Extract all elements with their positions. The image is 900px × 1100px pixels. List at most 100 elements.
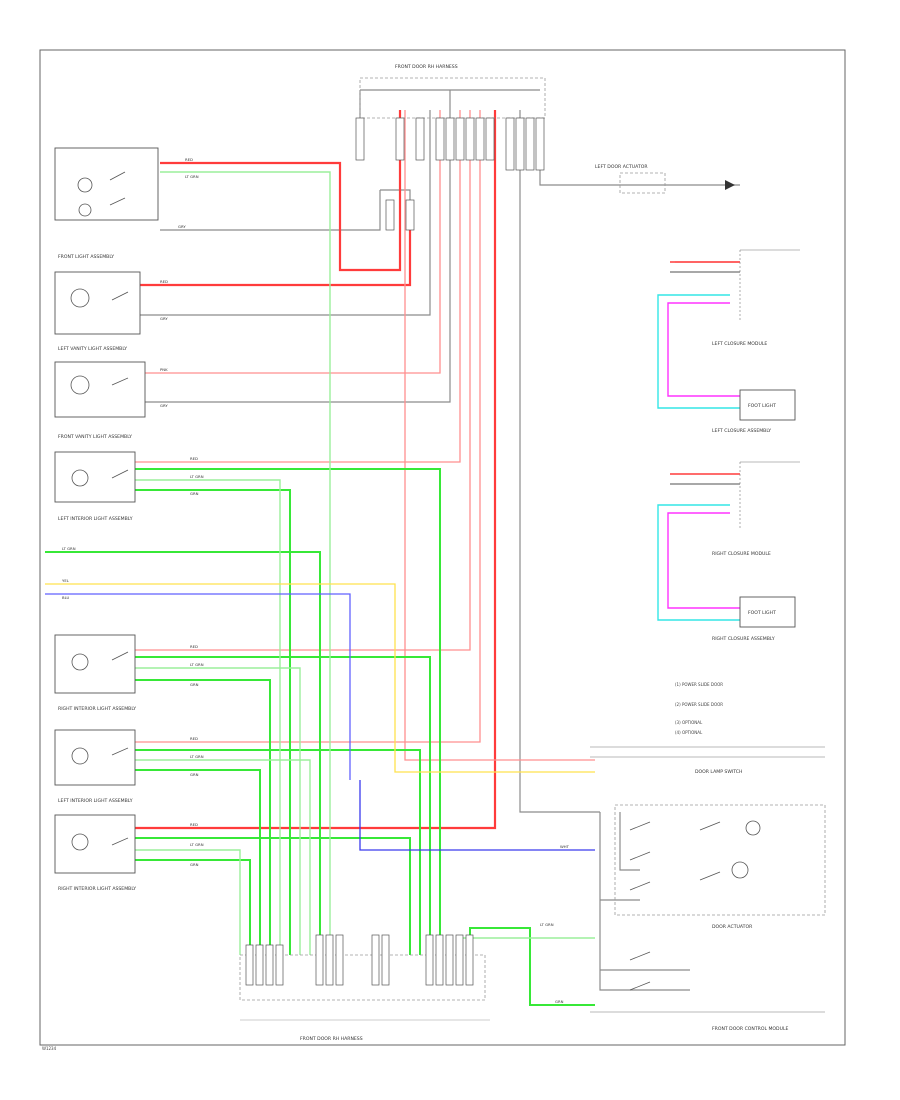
wire-tag-grn: GRN: [190, 862, 199, 867]
courtesy-modules: LEFT CLOSURE MODULE FOOT LIGHT LEFT CLOS…: [712, 249, 800, 642]
switch-icon: [109, 197, 126, 206]
bulb-icon: [71, 653, 89, 671]
foot-light-label-2: FOOT LIGHT: [748, 610, 776, 616]
courtesy-module-label-2: RIGHT CLOSURE MODULE: [712, 551, 771, 557]
switch-icon: [629, 951, 651, 961]
wire-tag-wht: WHT: [560, 844, 570, 849]
lamp-label-6: LEFT INTERIOR LIGHT ASSEMBLY: [58, 798, 133, 804]
lamp-label-4: LEFT INTERIOR LIGHT ASSEMBLY: [58, 516, 133, 522]
top-right-actuator: LEFT DOOR ACTUATOR: [595, 164, 735, 194]
wire-tag-grn: GRN: [190, 491, 199, 496]
switch-icon: [111, 291, 129, 301]
wire-tag-blu: BLU: [62, 595, 70, 600]
wire-tag-ltgrn: LT GRN: [190, 474, 204, 479]
switch-icon: [111, 651, 129, 661]
legend-note-1: (1) POWER SLIDE DOOR: [675, 682, 723, 687]
foot-light-box-2: [739, 596, 796, 628]
courtesy-module-label-1: LEFT CLOSURE MODULE: [712, 341, 767, 347]
bulb-icon: [731, 861, 749, 879]
courtesy-loops: [657, 261, 740, 621]
door-actuator-label: DOOR ACTUATOR: [712, 924, 753, 930]
wire-tag-yel: YEL: [62, 578, 70, 583]
switch-icon: [629, 881, 651, 891]
foot-light-box-1: [739, 389, 796, 421]
door-switch-block: DOOR LAMP SWITCH DOOR ACTUATOR FRONT DOO…: [590, 746, 826, 1032]
wire-tag-ltgrn: LT GRN: [540, 922, 554, 927]
switch-icon: [111, 837, 129, 846]
diagram-frame: [39, 49, 846, 1046]
bulb-icon: [745, 820, 761, 836]
top-harness-label: FRONT DOOR RH HARNESS: [395, 64, 458, 70]
wire-tag-grn: GRN: [190, 682, 199, 687]
foot-light-label-1: FOOT LIGHT: [748, 403, 776, 409]
lamp-label-1: FRONT LIGHT ASSEMBLY: [58, 254, 114, 260]
lamp-box-5: [54, 634, 136, 694]
lamp-box-7: [54, 814, 136, 874]
lamp-label-2: LEFT VANITY LIGHT ASSEMBLY: [58, 346, 127, 352]
wire-tag-red: RED: [190, 822, 198, 827]
green-wires: [45, 468, 595, 1006]
wire-color-tags: RED LT GRN GRY RED GRY PNK GRY RED LT GR…: [62, 157, 570, 1004]
wire-tag-red: RED: [190, 644, 198, 649]
wire-tag-ltgrn: LT GRN: [190, 842, 204, 847]
footer-code: W1234: [42, 1046, 57, 1051]
lamp-box-1: [54, 147, 159, 221]
wire-tag-ltgrn: LT GRN: [62, 546, 76, 551]
bottom-module-label: FRONT DOOR CONTROL MODULE: [712, 1026, 789, 1032]
wire-tag-red: RED: [185, 157, 193, 162]
switch-icon: [111, 469, 129, 479]
legend-note-2: (2) POWER SLIDE DOOR: [675, 702, 723, 707]
wire-tag-gry: GRY: [160, 316, 168, 321]
bulb-icon: [71, 747, 89, 765]
courtesy-assy-label-1: LEFT CLOSURE ASSEMBLY: [712, 428, 771, 434]
red-wires: [135, 110, 497, 830]
wire-tag-red: RED: [160, 279, 168, 284]
dark-blue-wire: [359, 780, 595, 851]
bulb-icon: [71, 469, 89, 487]
switch-icon: [629, 981, 651, 991]
wire-tag-ltgrn: LT GRN: [190, 754, 204, 759]
wire-tag-pnk: PNK: [160, 367, 168, 372]
switch-icon: [111, 747, 129, 756]
bottom-harness-label: FRONT DOOR RH HARNESS: [300, 1036, 363, 1042]
courtesy-assy-label-2: RIGHT CLOSURE ASSEMBLY: [712, 636, 775, 642]
lamp-assemblies: [54, 147, 761, 879]
wire-tag-red: RED: [190, 736, 198, 741]
lamp-labels: FRONT LIGHT ASSEMBLY LEFT VANITY LIGHT A…: [58, 254, 136, 892]
wire-tag-red: RED: [190, 456, 198, 461]
lamp-box-2: [54, 271, 141, 335]
switch-icon: [111, 377, 129, 386]
wire-tag-gry: GRY: [178, 224, 186, 229]
blue-wire: [45, 593, 351, 780]
lamp-box-4: [54, 451, 136, 503]
pink-red-wires: [135, 110, 740, 761]
wire-tag-grn: GRN: [190, 772, 199, 777]
switch-icon: [699, 871, 721, 881]
legend-notes: (1) POWER SLIDE DOOR (2) POWER SLIDE DOO…: [675, 682, 723, 735]
yellow-wire: [45, 583, 595, 773]
actuator-label: LEFT DOOR ACTUATOR: [595, 164, 648, 170]
switch-icon: [629, 821, 651, 831]
wire-tag-grn: GRN: [555, 999, 564, 1004]
bulb-icon: [70, 375, 90, 395]
bulb-icon: [78, 203, 92, 217]
wire-tag-gry: GRY: [160, 403, 168, 408]
top-harness-connector: FRONT DOOR RH HARNESS: [355, 64, 546, 231]
wire-tag-ltgrn: LT GRN: [190, 662, 204, 667]
wire-tag-ltgrn: LT GRN: [185, 174, 199, 179]
switch-icon: [109, 171, 126, 181]
switch-icon: [629, 851, 651, 861]
ground-icon: [725, 180, 735, 190]
door-switch-label: DOOR LAMP SWITCH: [695, 769, 742, 775]
lamp-box-6: [54, 729, 136, 786]
bottom-harness-connector: FRONT DOOR RH HARNESS: [239, 934, 490, 1042]
bulb-icon: [77, 177, 93, 193]
lamp-label-5: RIGHT INTERIOR LIGHT ASSEMBLY: [58, 706, 136, 712]
legend-note-3: (3) OPTIONAL: [675, 720, 703, 725]
lamp-label-7: RIGHT INTERIOR LIGHT ASSEMBLY: [58, 886, 136, 892]
bulb-icon: [71, 833, 89, 851]
switch-icon: [699, 821, 721, 831]
lamp-label-3: FRONT VANITY LIGHT ASSEMBLY: [58, 434, 132, 440]
bulb-icon: [70, 288, 90, 308]
